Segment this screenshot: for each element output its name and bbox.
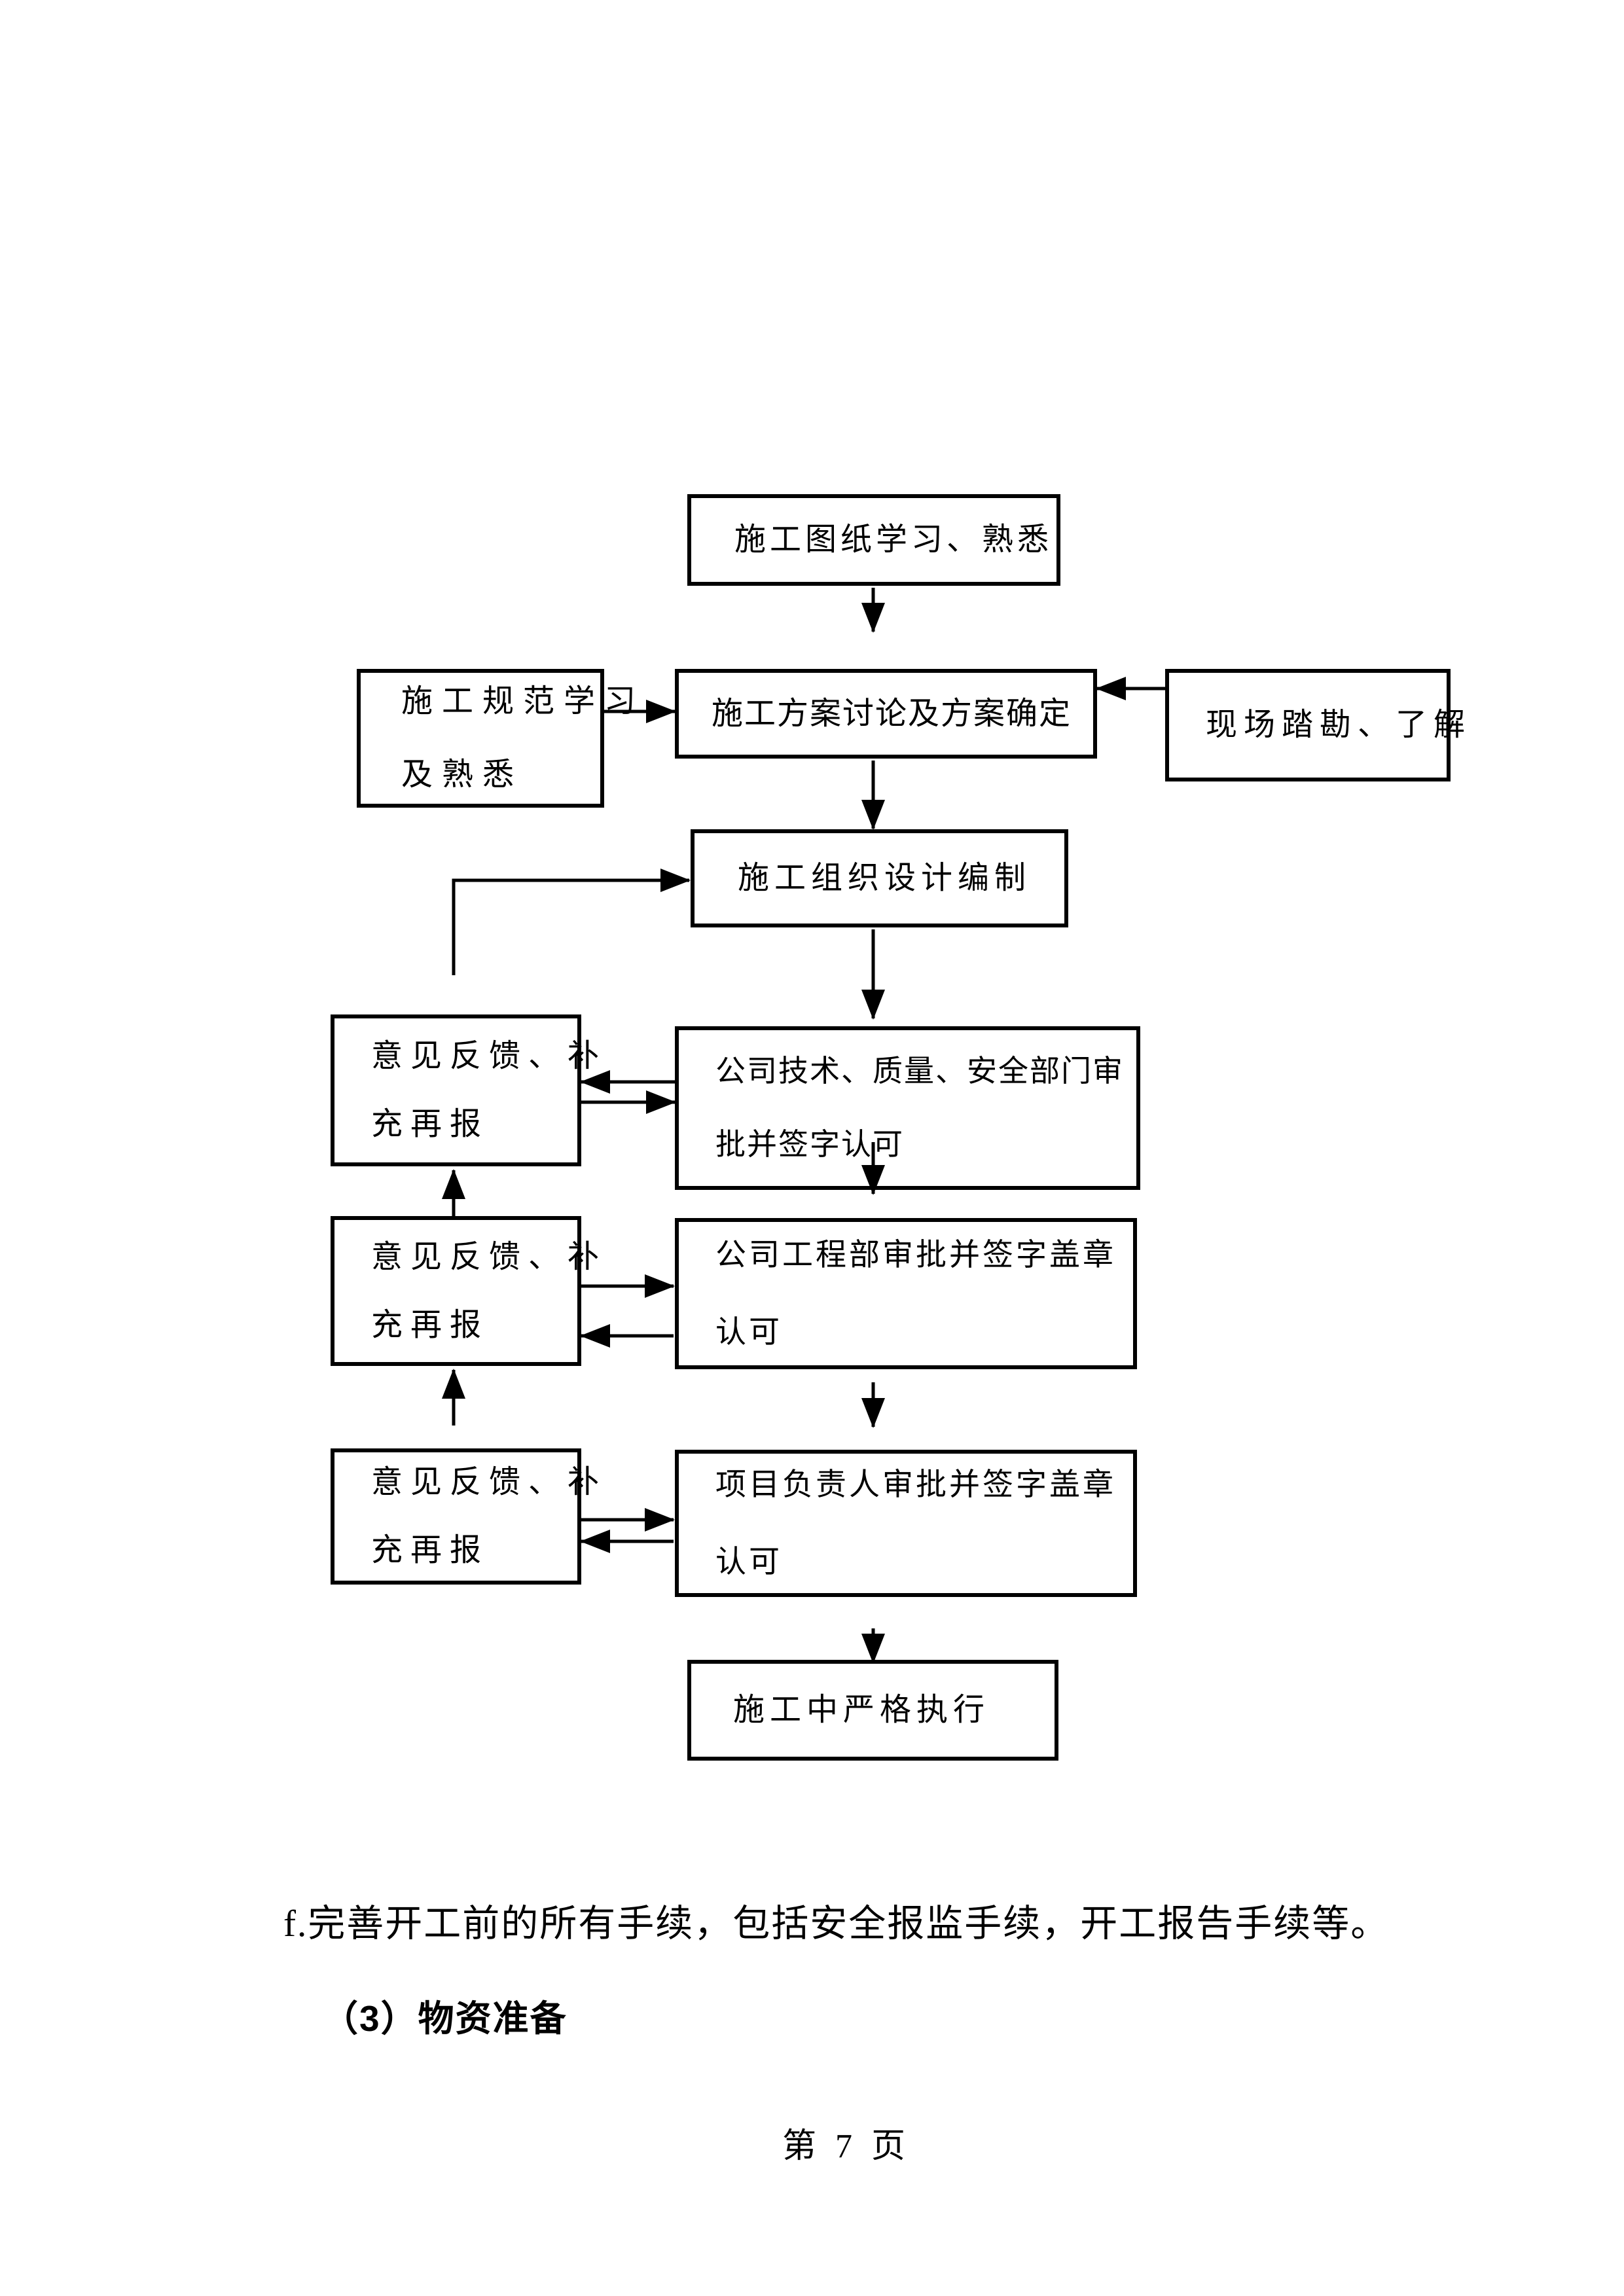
node-study-drawings: 施工图纸学习、熟悉 — [687, 494, 1060, 586]
node-label-line1: 施工规范学习 — [401, 684, 645, 719]
paragraph-f: f.完善开工前的所有手续，包括安全报监手续，开工报告手续等。 — [283, 1903, 1390, 1945]
page-footer: 第 7 页 — [782, 2128, 911, 2165]
node-feedback-3: 意见反馈、补 充再报 — [331, 1448, 607, 1585]
node-label-line2: 认可 — [715, 1315, 782, 1350]
node-label-line2: 及熟悉 — [401, 757, 524, 792]
node-feedback-1: 意见反馈、补 充再报 — [331, 1014, 607, 1166]
node-label-line2: 认可 — [715, 1545, 782, 1579]
node-plan-discussion: 施工方案讨论及方案确定 — [675, 669, 1097, 759]
node-label: 施工中严格执行 — [733, 1693, 990, 1727]
node-label-line2: 充再报 — [371, 1533, 490, 1568]
node-org-design: 施工组织设计编制 — [691, 829, 1068, 927]
node-label-line1: 意见反馈、补 — [371, 1039, 607, 1073]
node-label-line1: 项目负责人审批并签字盖章 — [715, 1467, 1116, 1502]
node-label-line1: 公司工程部审批并签字盖章 — [715, 1238, 1116, 1272]
node-approval-project-manager: 项目负责人审批并签字盖章 认可 — [675, 1450, 1137, 1597]
node-study-specs: 施工规范学习 及熟悉 — [357, 669, 636, 808]
node-execute-strictly: 施工中严格执行 — [687, 1660, 1058, 1761]
arrow-feedback-to-orgdesign — [452, 869, 691, 975]
node-label: 施工组织设计编制 — [738, 861, 1032, 895]
node-label-line1: 公司技术、质量、安全部门审 — [715, 1054, 1124, 1088]
node-label: 施工方案讨论及方案确定 — [712, 696, 1072, 731]
node-label-line2: 充再报 — [371, 1307, 490, 1342]
node-approval-tech-quality-safety: 公司技术、质量、安全部门审 批并签字认可 — [675, 1026, 1140, 1190]
heading-material-preparation: （3）物资准备 — [322, 1998, 568, 2039]
node-label-line2: 批并签字认可 — [715, 1128, 904, 1161]
node-label-line1: 意见反馈、补 — [371, 1465, 607, 1499]
node-feedback-2: 意见反馈、补 充再报 — [331, 1216, 607, 1366]
node-label-line2: 充再报 — [371, 1107, 490, 1141]
node-label: 施工图纸学习、熟悉 — [734, 522, 1053, 557]
node-site-survey: 现场踏勘、了解 — [1165, 669, 1472, 781]
node-label-line1: 意见反馈、补 — [371, 1239, 607, 1274]
node-approval-engineering-dept: 公司工程部审批并签字盖章 认可 — [675, 1218, 1137, 1369]
node-label: 现场踏勘、了解 — [1206, 708, 1472, 742]
